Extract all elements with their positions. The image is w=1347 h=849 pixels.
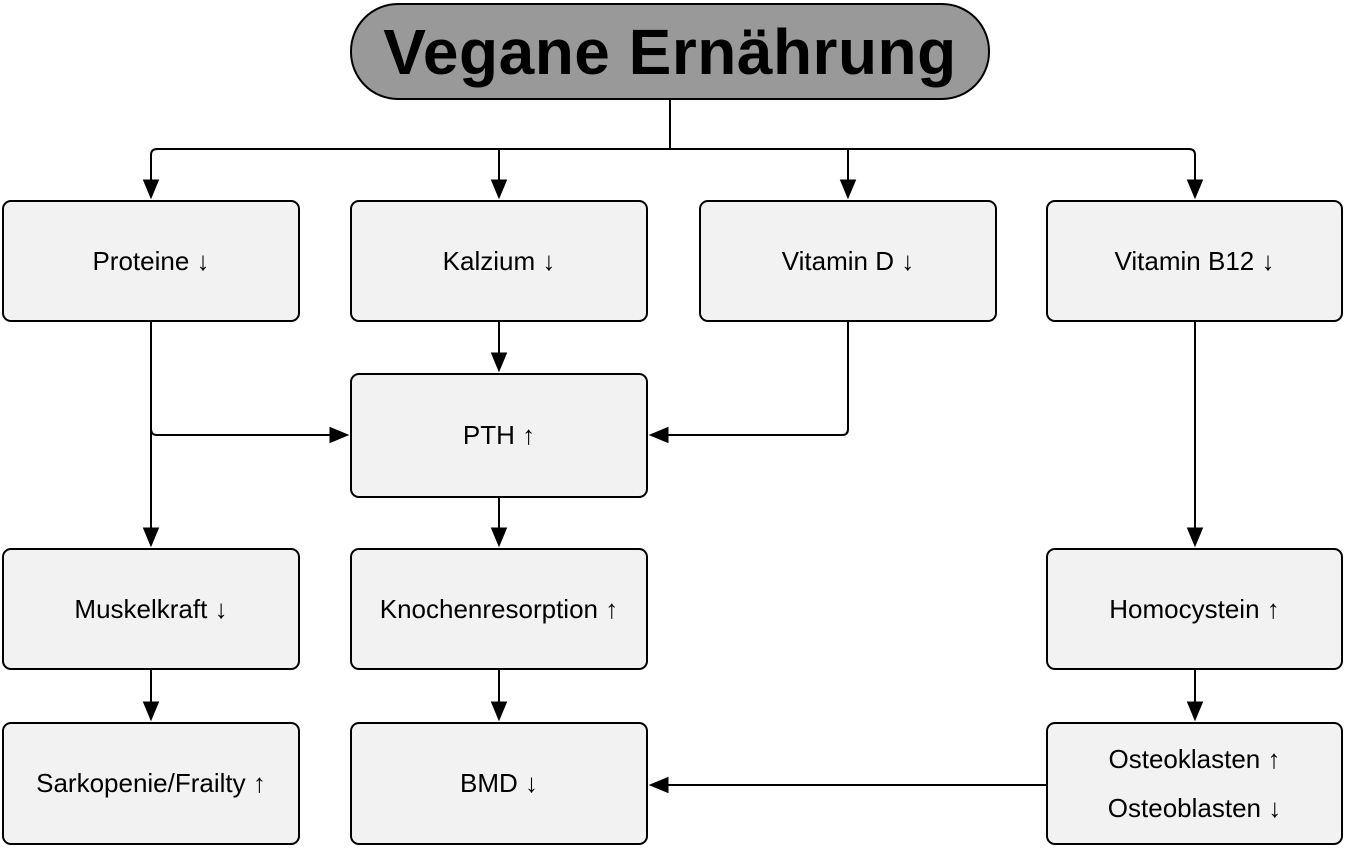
node-vitamin-b12: Vitamin B12 ↓ xyxy=(1046,200,1343,322)
edge-proteine-to-muskelkraft xyxy=(142,322,160,548)
arrowhead xyxy=(490,352,508,373)
node-label: PTH ↑ xyxy=(462,420,536,451)
node-knochenresorption: Knochenresorption ↑ xyxy=(350,548,648,670)
node-pth: PTH ↑ xyxy=(350,373,648,498)
node-muskelkraft: Muskelkraft ↓ xyxy=(2,548,300,670)
node-label: BMD ↓ xyxy=(460,768,538,799)
edge-knochenresorption-to-bmd xyxy=(490,670,508,722)
node-label-line2: Osteoblasten ↓ xyxy=(1107,792,1282,823)
node-label: Vitamin B12 ↓ xyxy=(1114,245,1275,276)
node-label: Proteine ↓ xyxy=(92,245,210,276)
arrowhead xyxy=(142,527,160,548)
arrowhead xyxy=(142,179,160,200)
node-label: Kalzium ↓ xyxy=(442,245,556,276)
edge-title-to-row2 xyxy=(142,100,1204,200)
edge-vitamind-to-pth xyxy=(648,322,849,444)
node-label: Knochenresorption ↑ xyxy=(379,593,619,624)
edge-osteo-to-bmd xyxy=(648,776,1046,794)
arrowhead xyxy=(839,179,857,200)
node-label: Vitamin D ↓ xyxy=(781,245,915,276)
arrowhead xyxy=(1186,179,1204,200)
arrowhead xyxy=(648,776,669,794)
node-label-line1: Osteoklasten ↑ xyxy=(1108,744,1281,774)
node-vegane-ernaehrung: Vegane Ernährung xyxy=(350,3,990,100)
arrowhead xyxy=(490,179,508,200)
arrowhead xyxy=(1186,701,1204,722)
arrowhead xyxy=(1186,527,1204,548)
arrowhead xyxy=(648,426,669,444)
node-label: Muskelkraft ↓ xyxy=(74,593,228,624)
node-label: Homocystein ↑ xyxy=(1109,593,1280,624)
arrowhead xyxy=(329,426,350,444)
node-label: Sarkopenie/Frailty ↑ xyxy=(36,768,266,799)
node-sarkopenie-frailty: Sarkopenie/Frailty ↑ xyxy=(2,722,300,845)
node-bmd: BMD ↓ xyxy=(350,722,648,845)
edge-proteine-to-pth xyxy=(150,426,350,444)
node-homocystein: Homocystein ↑ xyxy=(1046,548,1343,670)
arrowhead xyxy=(142,701,160,722)
node-osteoklasten-osteoblasten: Osteoklasten ↑ Osteoblasten ↓ xyxy=(1046,722,1343,845)
edge-homocystein-to-osteo xyxy=(1186,670,1204,722)
diagram-title: Vegane Ernährung xyxy=(383,15,957,88)
arrowhead xyxy=(490,527,508,548)
edge-muskelkraft-to-sarkopenie xyxy=(142,670,160,722)
edge-vitaminb12-to-homocystein xyxy=(1186,322,1204,548)
arrowhead xyxy=(490,701,508,722)
edge-kalzium-to-pth xyxy=(490,322,508,373)
edge-pth-to-knochenresorption xyxy=(490,498,508,548)
node-vitamin-d: Vitamin D ↓ xyxy=(699,200,997,322)
node-kalzium: Kalzium ↓ xyxy=(350,200,648,322)
node-proteine: Proteine ↓ xyxy=(2,200,300,322)
